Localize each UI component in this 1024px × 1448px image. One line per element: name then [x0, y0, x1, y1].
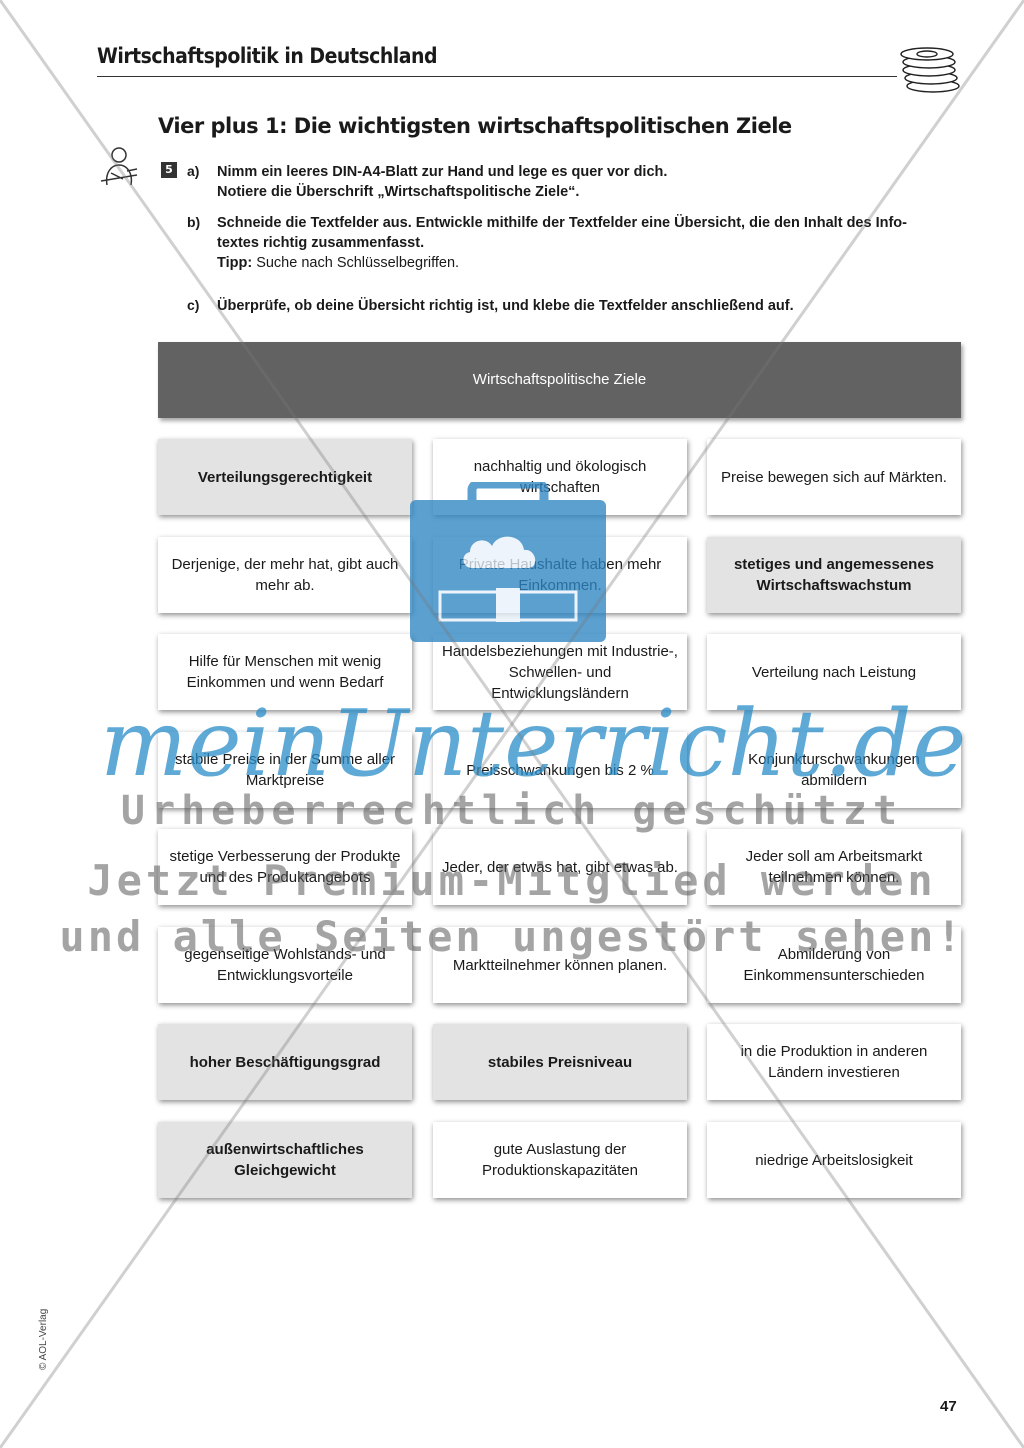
student-working-icon	[100, 147, 138, 186]
section-title: Vier plus 1: Die wichtigsten wirtschafts…	[158, 114, 792, 138]
header-title: Wirtschaftspolitik in Deutschland	[97, 44, 437, 68]
text-card: niedrige Arbeitslosigkeit	[707, 1122, 961, 1198]
briefcase-cloud-icon	[410, 482, 606, 642]
text-card: außenwirtschaftliches Gleichgewicht	[158, 1122, 412, 1198]
task-number-badge: 5	[161, 162, 177, 178]
text-card: hoher Beschäftigungsgrad	[158, 1024, 412, 1100]
text-card: Marktteilnehmer können planen.	[433, 927, 687, 1003]
goals-banner: Wirtschaftspolitische Ziele	[158, 342, 961, 418]
text-card: Abmilderung von Einkommensunterschieden	[707, 927, 961, 1003]
task-b-tip-text: Suche nach Schlüsselbegriffen.	[252, 255, 460, 271]
task-b-tip-label: Tipp:	[217, 255, 253, 271]
task-b-line2: textes richtig zusammenfasst.	[217, 235, 425, 251]
task-b-tip: Tipp: Suche nach Schlüsselbegriffen.	[217, 253, 962, 273]
task-b-text: Schneide die Textfelder aus. Entwickle m…	[217, 213, 962, 273]
text-card: in die Produktion in anderen Ländern inv…	[707, 1024, 961, 1100]
task-a-letter: a)	[187, 163, 200, 179]
task-c-letter: c)	[187, 297, 200, 313]
text-card: gegenseitige Wohlstands- und Entwicklung…	[158, 927, 412, 1003]
text-card: stabile Preise in der Summe aller Marktp…	[158, 732, 412, 808]
task-a-line1: Nimm ein leeres DIN-A4-Blatt zur Hand un…	[217, 164, 668, 180]
coins-icon	[900, 47, 960, 93]
text-card: Verteilung nach Leistung	[707, 634, 961, 710]
page-number: 47	[940, 1398, 957, 1415]
task-a-line2: Notiere die Überschrift „Wirtschaftspoli…	[217, 184, 580, 200]
task-c-line1: Überprüfe, ob deine Übersicht richtig is…	[217, 298, 794, 314]
text-card: stetige Verbesserung der Produkte und de…	[158, 829, 412, 905]
text-card: Konjunkturschwankungen abmildern	[707, 732, 961, 808]
text-card: Preisschwankungen bis 2 %	[433, 732, 687, 808]
text-card: gute Auslastung der Produktionskapazität…	[433, 1122, 687, 1198]
watermark-line2: Jetzt Premium-Mitglied werden	[87, 856, 937, 905]
text-card: Jeder soll am Arbeitsmarkt teilnehmen kö…	[707, 829, 961, 905]
text-card: stabiles Preisniveau	[433, 1024, 687, 1100]
watermark-line3: und alle Seiten ungestört sehen!	[59, 912, 965, 961]
task-c-text: Überprüfe, ob deine Übersicht richtig is…	[217, 296, 962, 316]
watermark-line1: Urheberrechtlich geschützt	[120, 788, 904, 834]
task-a-text: Nimm ein leeres DIN-A4-Blatt zur Hand un…	[217, 162, 962, 202]
task-b-letter: b)	[187, 214, 201, 230]
watermark-brand: meinUnterricht.de	[100, 690, 967, 797]
publisher-credit: © AOL-Verlag	[38, 1308, 49, 1370]
text-card: Jeder, der etwas hat, gibt etwas ab.	[433, 829, 687, 905]
text-card: stetiges und angemessenes Wirtschaftswac…	[707, 537, 961, 613]
text-card: Verteilungsgerechtigkeit	[158, 439, 412, 515]
text-card: Derjenige, der mehr hat, gibt auch mehr …	[158, 537, 412, 613]
text-card: Hilfe für Menschen mit wenig Einkommen u…	[158, 634, 412, 710]
text-card: Preise bewegen sich auf Märkten.	[707, 439, 961, 515]
task-b-line1: Schneide die Textfelder aus. Entwickle m…	[217, 215, 907, 231]
text-card: Handelsbeziehungen mit Industrie-, Schwe…	[433, 634, 687, 710]
header-rule	[97, 76, 897, 77]
